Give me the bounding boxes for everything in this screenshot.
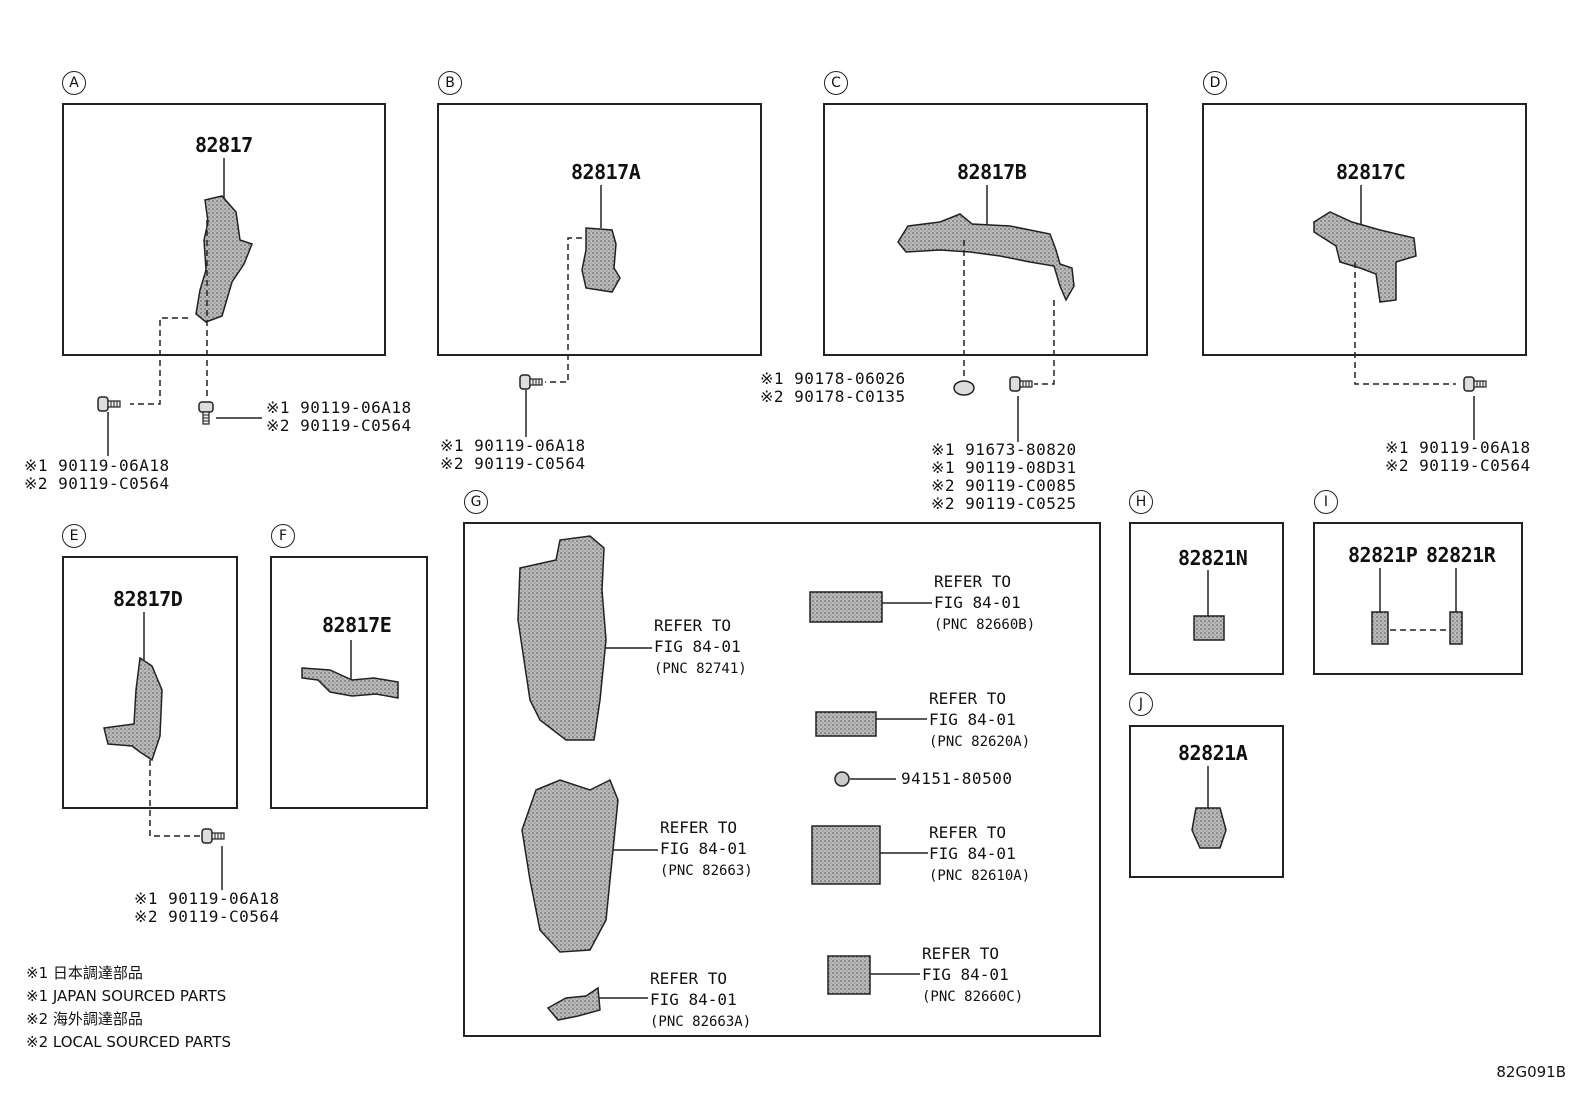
part-number-82817a: 82817A (571, 160, 641, 184)
section-label-c: C (824, 71, 848, 95)
clip-part-number: 94151-80500 (901, 769, 1013, 788)
fastener-note-a-right: ※1 90119-06A18 ※2 90119-C0564 (266, 398, 412, 435)
reference-pnc-82660b: REFER TO FIG 84-01 (PNC 82660B) (934, 572, 1036, 633)
section-label-a: A (62, 71, 86, 95)
fastener-note-a-left: ※1 90119-06A18 ※2 90119-C0564 (24, 456, 170, 493)
part-number-82821r: 82821R (1426, 543, 1496, 567)
part-number-82817: 82817 (195, 133, 253, 157)
reference-pnc-82741: REFER TO FIG 84-01 (PNC 82741) (654, 616, 747, 677)
section-label-i: I (1314, 490, 1338, 514)
panel-i (1313, 522, 1523, 675)
part-number-82817c: 82817C (1336, 160, 1406, 184)
fastener-note-d: ※1 90119-06A18 ※2 90119-C0564 (1385, 438, 1531, 475)
part-number-82821p: 82821P (1348, 543, 1418, 567)
section-label-e: E (62, 524, 86, 548)
reference-pnc-82610a: REFER TO FIG 84-01 (PNC 82610A) (929, 823, 1031, 884)
fastener-note-b: ※1 90119-06A18 ※2 90119-C0564 (440, 436, 586, 473)
part-number-82821a: 82821A (1178, 741, 1248, 765)
diagram-code: 82G091B (1496, 1063, 1566, 1081)
part-number-82821n: 82821N (1178, 546, 1248, 570)
reference-pnc-82660c: REFER TO FIG 84-01 (PNC 82660C) (922, 944, 1024, 1005)
part-number-82817b: 82817B (957, 160, 1027, 184)
reference-pnc-82620a: REFER TO FIG 84-01 (PNC 82620A) (929, 689, 1031, 750)
section-label-h: H (1129, 490, 1153, 514)
section-label-f: F (271, 524, 295, 548)
part-number-82817e: 82817E (322, 613, 392, 637)
fastener-note-c-right: ※1 91673-80820 ※1 90119-08D31 ※2 90119-C… (931, 440, 1077, 513)
reference-pnc-82663: REFER TO FIG 84-01 (PNC 82663) (660, 818, 753, 879)
sourcing-legend: ※1 日本調達部品 ※1 JAPAN SOURCED PARTS ※2 海外調達… (26, 964, 231, 1051)
fastener-note-e: ※1 90119-06A18 ※2 90119-C0564 (134, 889, 280, 926)
section-label-j: J (1129, 692, 1153, 716)
section-label-d: D (1203, 71, 1227, 95)
part-number-82817d: 82817D (113, 587, 183, 611)
panel-h (1129, 522, 1284, 675)
reference-pnc-82663a: REFER TO FIG 84-01 (PNC 82663A) (650, 969, 752, 1030)
panel-j (1129, 725, 1284, 878)
section-label-b: B (438, 71, 462, 95)
fastener-note-c-left: ※1 90178-06026 ※2 90178-C0135 (760, 369, 906, 406)
section-label-g: G (464, 490, 488, 514)
